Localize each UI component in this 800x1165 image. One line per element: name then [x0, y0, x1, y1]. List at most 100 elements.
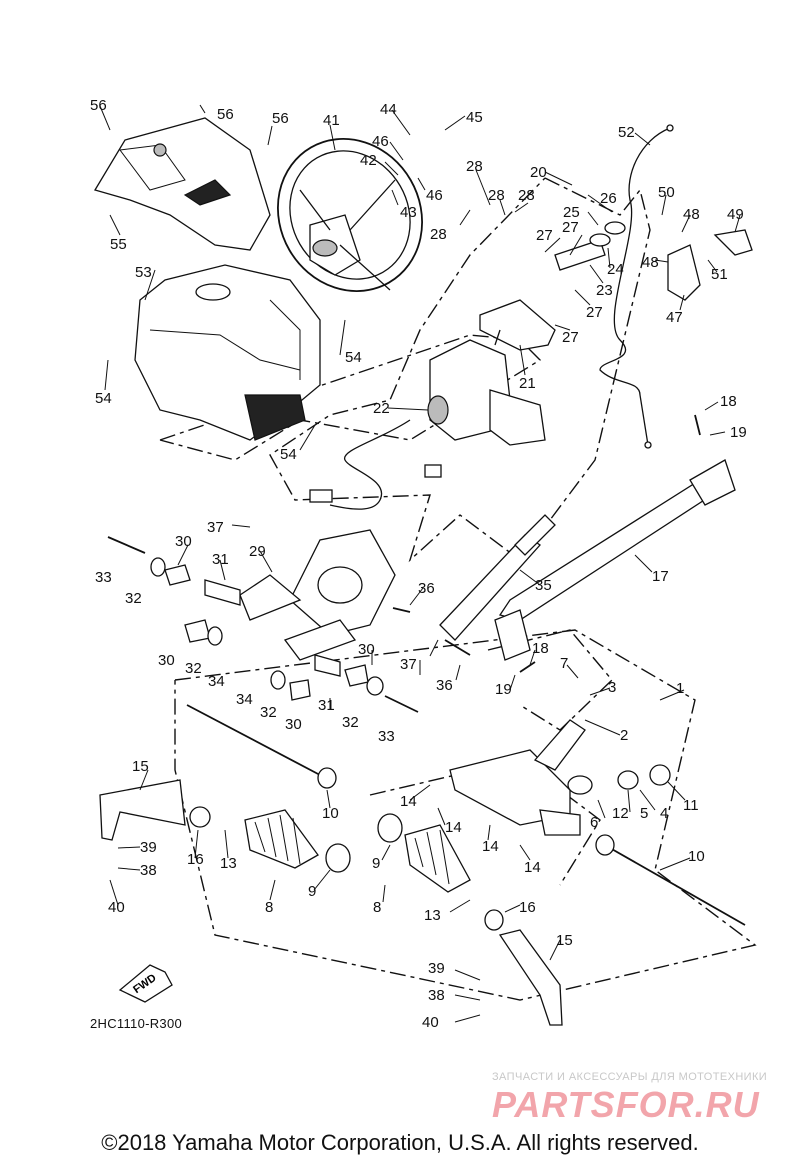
callout-51: 51 — [711, 266, 728, 283]
eps-unit-22 — [309, 329, 546, 510]
callout-32: 32 — [342, 714, 359, 731]
callout-20: 20 — [530, 164, 547, 181]
callout-50: 50 — [658, 184, 675, 201]
callout-34: 34 — [236, 691, 253, 708]
watermark-logo: PARTSFOR.RU — [492, 1084, 760, 1125]
steering-cover-53 — [134, 264, 321, 441]
callout-55: 55 — [110, 236, 127, 253]
callout-4: 4 — [660, 805, 668, 822]
callout-12: 12 — [612, 805, 629, 822]
intermediate-shaft-17 — [494, 459, 736, 661]
callout-53: 53 — [135, 264, 152, 281]
callout-31: 31 — [212, 551, 229, 568]
dash-panel-55 — [94, 117, 271, 251]
callout-39: 39 — [140, 839, 157, 856]
callout-31: 31 — [318, 697, 335, 714]
callout-46: 46 — [426, 187, 443, 204]
callout-1: 1 — [676, 680, 684, 697]
callout-3: 3 — [608, 679, 616, 696]
callout-32: 32 — [185, 660, 202, 677]
callout-18: 18 — [532, 640, 549, 657]
callout-38: 38 — [140, 862, 157, 879]
callout-27: 27 — [536, 227, 553, 244]
callout-40: 40 — [422, 1014, 439, 1031]
copyright-notice: ©2018 Yamaha Motor Corporation, U.S.A. A… — [101, 1130, 699, 1155]
callout-28: 28 — [488, 187, 505, 204]
callout-32: 32 — [125, 590, 142, 607]
callout-49: 49 — [727, 206, 744, 223]
callout-6: 6 — [590, 814, 598, 831]
callout-33: 33 — [378, 728, 395, 745]
callout-52: 52 — [618, 124, 635, 141]
callout-30: 30 — [175, 533, 192, 550]
callout-10: 10 — [688, 848, 705, 865]
callout-7: 7 — [560, 655, 568, 672]
callout-15: 15 — [556, 932, 573, 949]
callout-56: 56 — [90, 97, 107, 114]
callout-8: 8 — [265, 899, 273, 916]
callout-14: 14 — [445, 819, 462, 836]
callout-19: 19 — [730, 424, 747, 441]
callout-28: 28 — [518, 187, 535, 204]
callout-36: 36 — [436, 677, 453, 694]
callout-labels: 56 56 56 41 44 45 46 42 46 43 55 53 54 5… — [90, 97, 747, 1031]
callout-17: 17 — [652, 568, 669, 585]
callout-46: 46 — [372, 133, 389, 150]
callout-5: 5 — [640, 805, 648, 822]
callout-27: 27 — [562, 219, 579, 236]
bushings-30-32 — [150, 557, 384, 701]
diagram-reference-code: 2HC1110-R300 — [90, 1016, 183, 1031]
callout-28: 28 — [466, 158, 483, 175]
callout-18: 18 — [720, 393, 737, 410]
callout-34: 34 — [208, 673, 225, 690]
callout-42: 42 — [360, 152, 377, 169]
fwd-arrow — [118, 964, 173, 1003]
callout-13: 13 — [424, 907, 441, 924]
callout-45: 45 — [466, 109, 483, 126]
callout-24: 24 — [607, 261, 624, 278]
callout-38: 38 — [428, 987, 445, 1004]
tie-rods-10 — [186, 704, 746, 926]
callout-14: 14 — [482, 838, 499, 855]
callout-32: 32 — [260, 704, 277, 721]
callout-33: 33 — [95, 569, 112, 586]
callout-36: 36 — [418, 580, 435, 597]
callout-19: 19 — [495, 681, 512, 698]
steering-wheel-41 — [277, 138, 423, 292]
leader-lines — [99, 104, 741, 1023]
callout-41: 41 — [323, 112, 340, 129]
rack-housing-1 — [449, 719, 671, 836]
callout-40: 40 — [108, 899, 125, 916]
callout-11: 11 — [683, 797, 699, 814]
callout-37: 37 — [400, 656, 417, 673]
boots-8 — [244, 809, 471, 893]
callout-37: 37 — [207, 519, 224, 536]
column-mount-21 — [479, 299, 556, 351]
callout-54: 54 — [280, 446, 297, 463]
tie-rod-ends-15 — [99, 779, 563, 1026]
bolts — [107, 414, 701, 713]
callout-16: 16 — [187, 851, 204, 868]
damper-35 — [439, 514, 556, 641]
callout-2: 2 — [620, 727, 628, 744]
callout-9: 9 — [372, 855, 380, 872]
callout-16: 16 — [519, 899, 536, 916]
callout-44: 44 — [380, 101, 397, 118]
callout-28: 28 — [430, 226, 447, 243]
callout-30: 30 — [285, 716, 302, 733]
callout-30: 30 — [158, 652, 175, 669]
callout-48: 48 — [683, 206, 700, 223]
callout-54: 54 — [95, 390, 112, 407]
callout-43: 43 — [400, 204, 417, 221]
callout-21: 21 — [519, 375, 536, 392]
callout-54: 54 — [345, 349, 362, 366]
callout-35: 35 — [535, 577, 552, 594]
callout-48: 48 — [642, 254, 659, 271]
callout-14: 14 — [400, 793, 417, 810]
callout-13: 13 — [220, 855, 237, 872]
callout-56: 56 — [217, 106, 234, 123]
callout-27: 27 — [562, 329, 579, 346]
watermark-tagline: ЗАПЧАСТИ И АКСЕССУАРЫ ДЛЯ МОТОТЕХНИКИ — [492, 1071, 768, 1083]
callout-25: 25 — [563, 204, 580, 221]
